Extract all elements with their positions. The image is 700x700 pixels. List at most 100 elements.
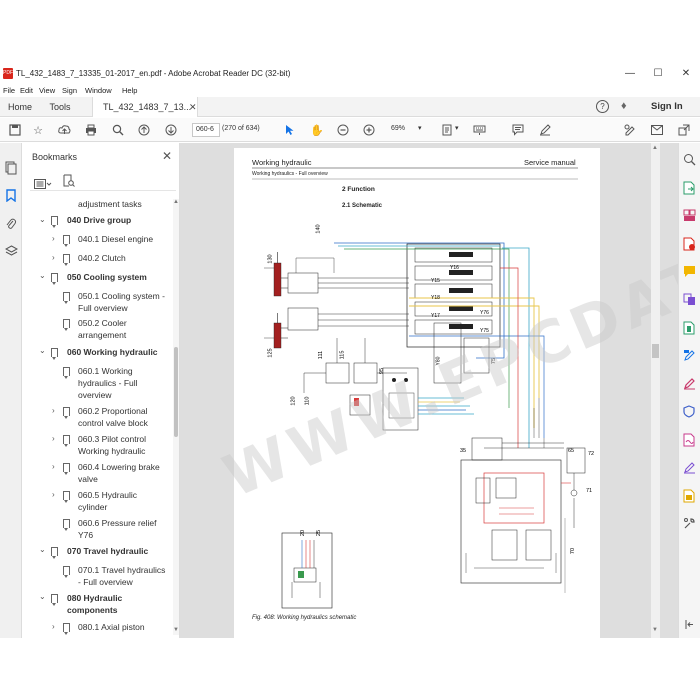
bookmarks-close-icon[interactable]: ✕ [162, 149, 173, 163]
tab-home[interactable]: Home [7, 102, 32, 112]
bookmark-star-icon[interactable]: ☆ [33, 124, 43, 137]
chevron-down-icon[interactable]: ⌄ [39, 271, 46, 280]
bookmark-060-3[interactable]: 060.3 Pilot control [78, 434, 147, 444]
help-icon[interactable]: ? [596, 100, 609, 113]
stamp-tool-icon[interactable] [683, 489, 696, 508]
fit-dropdown-icon[interactable]: ▾ [455, 125, 459, 132]
bookmark-040-1[interactable]: 040.1 Diesel engine [78, 234, 154, 244]
menu-view[interactable]: View [39, 86, 56, 95]
bookmark-060-6[interactable]: 060.6 Pressure relief [78, 518, 157, 528]
maximize-icon[interactable]: ☐ [653, 68, 663, 79]
export-pdf-icon[interactable] [683, 181, 696, 200]
combine-files-icon[interactable] [683, 293, 696, 311]
fill-sign-icon[interactable] [623, 123, 637, 137]
menu-file[interactable]: File [3, 86, 16, 95]
bookmark-options-icon[interactable] [34, 176, 52, 194]
hand-tool-icon[interactable]: ✋ [310, 124, 324, 137]
select-cursor-icon[interactable] [283, 123, 297, 137]
bookmark-060-2[interactable]: 060.2 Proportional [78, 406, 148, 416]
comment-icon[interactable] [511, 123, 525, 137]
bookmark-060-1-line3[interactable]: overview [78, 390, 112, 400]
protect-shield-icon[interactable] [683, 405, 695, 423]
minimize-icon[interactable]: — [625, 68, 635, 79]
chevron-right-icon[interactable]: › [52, 434, 55, 443]
bookmark-060-5-line2[interactable]: cylinder [78, 502, 108, 512]
chevron-down-icon[interactable]: ⌄ [39, 346, 46, 355]
menu-help[interactable]: Help [122, 86, 138, 95]
chevron-right-icon[interactable]: › [52, 462, 55, 471]
bookmark-050-1[interactable]: 050.1 Cooling system - [78, 291, 165, 301]
page-thumbnails-icon[interactable] [4, 161, 18, 175]
bookmarks-scrollbar[interactable]: ▲ ▼ [173, 199, 179, 635]
chevron-right-icon[interactable]: › [52, 234, 55, 243]
comment-tool-icon[interactable] [683, 265, 696, 283]
zoom-search-rail-icon[interactable] [683, 153, 696, 171]
doc-scroll-up-icon[interactable]: ▲ [652, 145, 658, 151]
zoom-dropdown-icon[interactable]: ▾ [418, 125, 422, 132]
fill-sign-rail-icon[interactable] [683, 377, 696, 395]
menu-window[interactable]: Window [85, 86, 112, 95]
bookmark-060-6-line2[interactable]: Y76 [78, 530, 94, 540]
menu-edit[interactable]: Edit [20, 86, 33, 95]
chevron-down-icon[interactable]: ⌄ [39, 545, 46, 554]
upload-cloud-icon[interactable] [57, 123, 71, 137]
bookmark-050-2-line2[interactable]: arrangement [78, 330, 127, 340]
chevron-right-icon[interactable]: › [52, 406, 55, 415]
bookmark-080-hydraulic-line2[interactable]: components [67, 605, 118, 615]
share-link-icon[interactable] [677, 123, 691, 137]
bookmark-040-2[interactable]: 040.2 Clutch [78, 253, 126, 263]
compress-pdf-icon[interactable] [683, 321, 696, 340]
keyboard-tool-icon[interactable] [472, 123, 486, 137]
bookmark-040-drive-group[interactable]: 040 Drive group [67, 215, 132, 225]
page-number-input[interactable]: 060-6 [192, 123, 220, 137]
document-scroll-thumb[interactable] [652, 344, 659, 358]
chevron-down-icon[interactable]: ⌄ [39, 215, 46, 224]
request-signature-icon[interactable] [683, 433, 696, 452]
zoom-in-icon[interactable] [362, 123, 376, 137]
chevron-down-icon[interactable]: ⌄ [39, 592, 46, 601]
chevron-right-icon[interactable]: › [52, 490, 55, 499]
menu-sign[interactable]: Sign [62, 86, 78, 95]
zoom-level-field[interactable]: 69% [391, 125, 406, 132]
bookmark-060-1[interactable]: 060.1 Working [78, 366, 133, 376]
notification-bell-icon[interactable]: ♦ [621, 100, 627, 112]
save-icon[interactable] [8, 123, 22, 137]
layers-icon[interactable] [4, 245, 18, 259]
mail-icon[interactable] [650, 123, 664, 137]
bookmark-060-4-line2[interactable]: valve [78, 474, 98, 484]
bookmark-label[interactable]: adjustment tasks [78, 199, 142, 209]
fit-page-icon[interactable] [440, 123, 454, 137]
scroll-up-icon[interactable]: ▲ [173, 199, 179, 205]
bookmark-060-4[interactable]: 060.4 Lowering brake [78, 462, 160, 472]
bookmark-050-cooling[interactable]: 050 Cooling system [67, 272, 147, 282]
tab-tools[interactable]: Tools [49, 102, 71, 112]
bookmark-050-1-line2[interactable]: Full overview [78, 303, 128, 313]
bookmark-060-working-hydraulic[interactable]: 060 Working hydraulic [67, 347, 158, 357]
bookmark-080-1[interactable]: 080.1 Axial piston [78, 622, 145, 632]
bookmark-060-1-line2[interactable]: hydraulics - Full [78, 378, 138, 388]
collapse-tools-pane-icon[interactable] [684, 617, 695, 635]
bookmark-060-5[interactable]: 060.5 Hydraulic [78, 490, 138, 500]
zoom-out-icon[interactable] [336, 123, 350, 137]
bookmark-050-2[interactable]: 050.2 Cooler [78, 318, 127, 328]
doc-scroll-down-icon[interactable]: ▼ [652, 627, 658, 633]
create-pdf-icon[interactable] [683, 237, 696, 256]
print-icon[interactable] [84, 123, 98, 137]
organize-pages-icon[interactable] [683, 209, 696, 227]
scroll-down-icon[interactable]: ▼ [173, 627, 179, 633]
close-window-icon[interactable]: ✕ [681, 68, 691, 79]
next-page-icon[interactable] [164, 123, 178, 137]
bookmarks-panel-icon[interactable] [4, 189, 18, 203]
zoom-search-icon[interactable] [111, 123, 125, 137]
document-scrollbar[interactable]: ▲ ▼ [651, 143, 660, 638]
bookmark-070-1-line2[interactable]: - Full overview [78, 577, 133, 587]
highlight-pen-icon[interactable] [538, 123, 552, 137]
previous-page-icon[interactable] [137, 123, 151, 137]
find-bookmark-icon[interactable] [63, 174, 75, 192]
edit-pdf-icon[interactable] [683, 349, 696, 367]
bookmarks-scroll-thumb[interactable] [174, 347, 178, 437]
tab-document[interactable]: TL_432_1483_7_13... [92, 97, 198, 117]
sign-in-link[interactable]: Sign In [651, 101, 683, 112]
chevron-right-icon[interactable]: › [52, 622, 55, 631]
attachments-paperclip-icon[interactable] [4, 217, 18, 231]
